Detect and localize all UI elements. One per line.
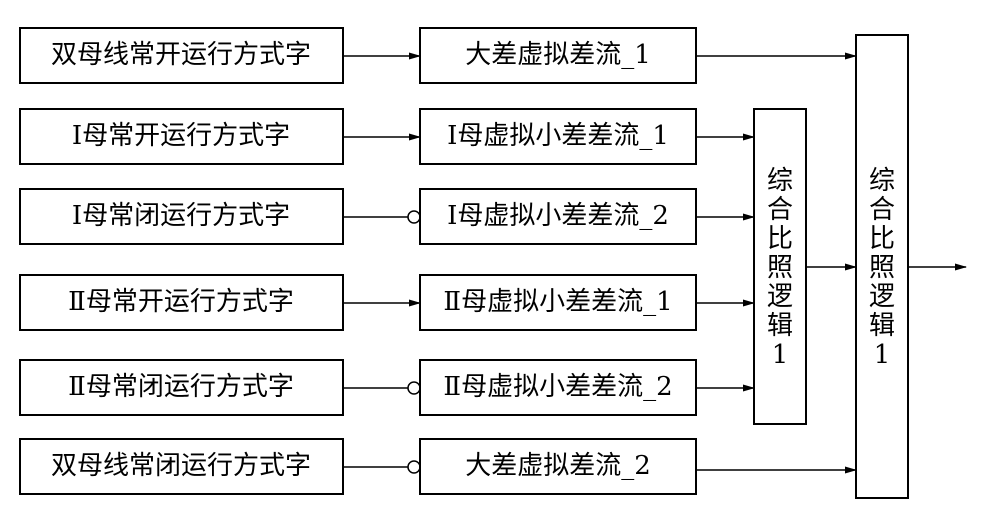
logic-main-char-4: 照: [869, 253, 895, 283]
input-box-6: [19, 438, 344, 495]
logic-small-char-4: 照: [767, 253, 793, 283]
logic-small-char-1: 综: [767, 166, 793, 196]
logic-block-small: 综 合 比 照 逻 辑 1: [753, 108, 857, 425]
input-box-2: [19, 108, 344, 165]
logic-main-char-2: 合: [869, 195, 895, 225]
input-label-2: Ⅰ母常开运行方式字: [72, 121, 290, 151]
row-3: Ⅰ母常闭运行方式字 Ⅰ母虚拟小差差流_2: [19, 188, 755, 245]
output-box-2: [419, 108, 697, 165]
negation-circle-6: [407, 460, 421, 474]
output-label-4: Ⅱ母虚拟小差差流_1: [443, 287, 672, 317]
output-label-5: Ⅱ母虚拟小差差流_2: [443, 372, 672, 402]
negation-circle-5: [407, 381, 421, 395]
input-label-5: Ⅱ母常闭运行方式字: [68, 372, 294, 402]
logic-main-char-7: 1: [874, 340, 891, 370]
row-1: 双母线常开运行方式字 大差虚拟差流_1: [19, 27, 857, 84]
logic-small-char-6: 辑: [767, 311, 793, 341]
input-box-1: [19, 27, 344, 84]
output-box-1: [419, 27, 697, 84]
input-label-4: Ⅱ母常开运行方式字: [68, 287, 294, 317]
logic-block-main: 综 合 比 照 逻 辑 1: [855, 34, 967, 499]
output-label-3: Ⅰ母虚拟小差差流_2: [447, 201, 669, 231]
logic-main-char-1: 综: [869, 166, 895, 196]
input-box-5: [19, 359, 344, 416]
output-label-6: 大差虚拟差流_2: [465, 451, 651, 481]
logic-small-char-5: 逻: [767, 282, 793, 312]
logic-small-box: [753, 108, 807, 425]
output-box-5: [419, 359, 697, 416]
row-5: Ⅱ母常闭运行方式字 Ⅱ母虚拟小差差流_2: [19, 359, 755, 416]
logic-small-char-2: 合: [767, 195, 793, 225]
input-label-1: 双母线常开运行方式字: [51, 40, 311, 70]
logic-small-char-7: 1: [772, 340, 789, 370]
negation-circle-3: [407, 210, 421, 224]
input-label-6: 双母线常闭运行方式字: [51, 451, 311, 481]
row-6: 双母线常闭运行方式字 大差虚拟差流_2: [19, 438, 857, 495]
output-box-6: [419, 438, 697, 495]
logic-main-char-3: 比: [869, 224, 895, 254]
input-box-4: [19, 274, 344, 331]
output-label-1: 大差虚拟差流_1: [465, 40, 651, 70]
input-label-3: Ⅰ母常闭运行方式字: [72, 201, 290, 231]
output-label-2: Ⅰ母虚拟小差差流_1: [447, 121, 669, 151]
logic-main-char-5: 逻: [869, 282, 895, 312]
row-4: Ⅱ母常开运行方式字 Ⅱ母虚拟小差差流_1: [19, 274, 755, 331]
logic-small-char-3: 比: [767, 224, 793, 254]
logic-main-box: [855, 34, 909, 499]
logic-main-char-6: 辑: [869, 311, 895, 341]
row-2: Ⅰ母常开运行方式字 Ⅰ母虚拟小差差流_1: [19, 108, 755, 165]
